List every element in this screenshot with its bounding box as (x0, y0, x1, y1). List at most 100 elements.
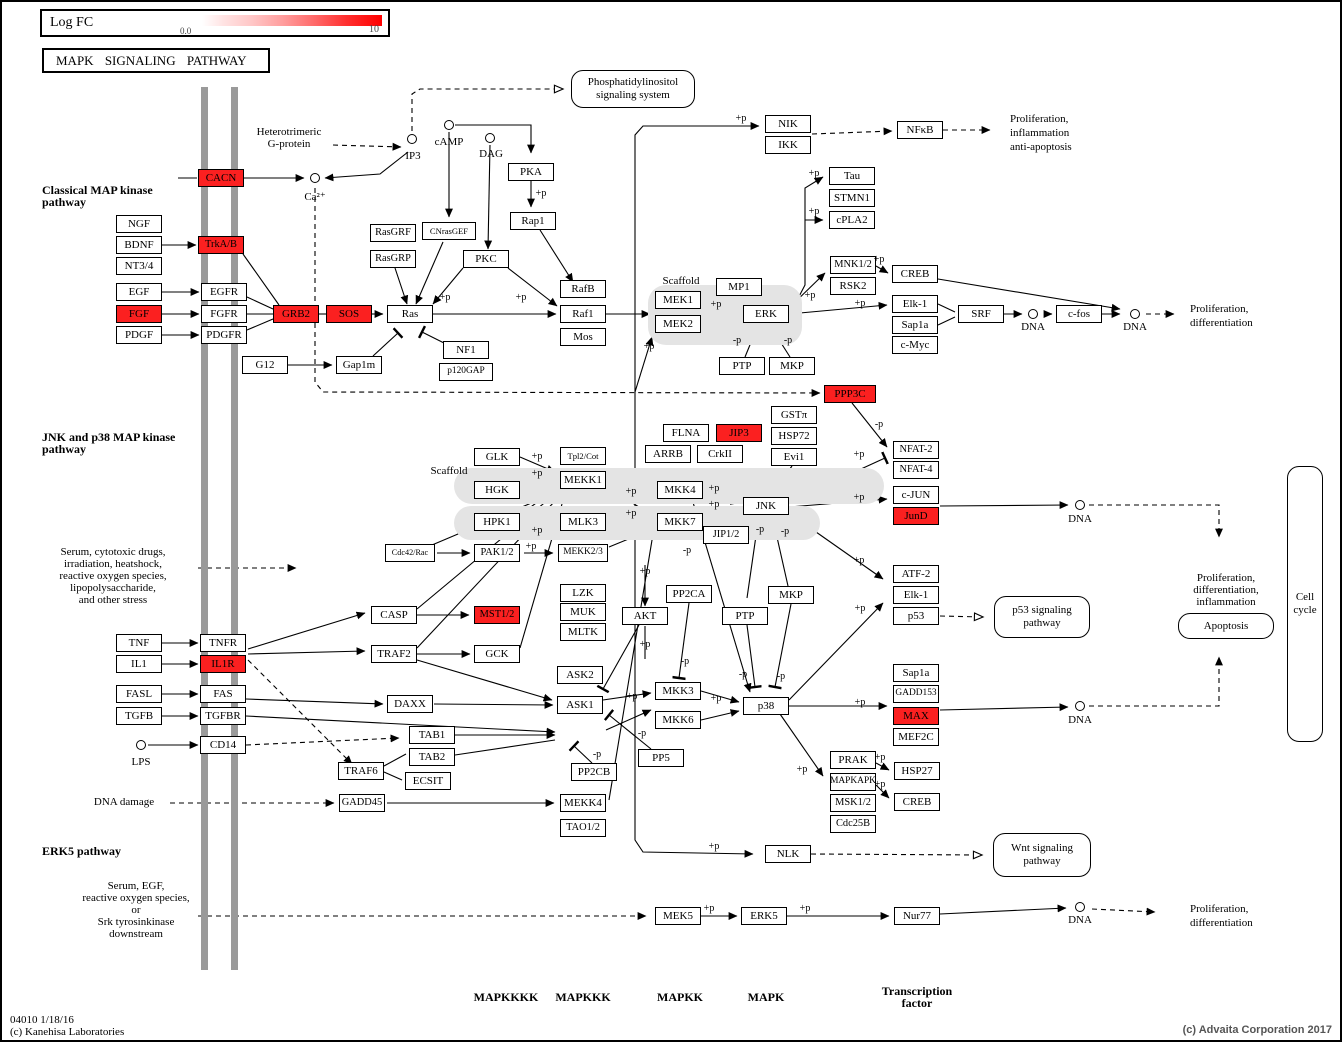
node-traf6[interactable]: TRAF6 (338, 762, 384, 780)
node-mnk1-2[interactable]: MNK1/2 (830, 256, 876, 274)
node-nfat-4[interactable]: NFAT-4 (893, 461, 939, 479)
node-lzk[interactable]: LZK (560, 584, 606, 602)
node-mekk4[interactable]: MEKK4 (560, 794, 606, 812)
node-ngf[interactable]: NGF (116, 215, 162, 233)
node-pkc[interactable]: PKC (463, 250, 509, 268)
node-sap1a[interactable]: Sap1a (892, 316, 938, 334)
node-fasl[interactable]: FASL (116, 685, 162, 703)
node-rasgrp[interactable]: RasGRP (370, 250, 416, 268)
node-gadd45[interactable]: GADD45 (339, 794, 385, 812)
node-creb[interactable]: CREB (892, 265, 938, 283)
node-elk-1-2[interactable]: Elk-1 (893, 586, 939, 604)
node-nt3-4[interactable]: NT3/4 (116, 257, 162, 275)
node-cacn[interactable]: CACN (198, 169, 244, 187)
node-akt[interactable]: AKT (622, 607, 668, 625)
node-stmn1[interactable]: STMN1 (829, 189, 875, 207)
node-erk[interactable]: ERK (743, 305, 789, 323)
node-pp5[interactable]: PP5 (638, 749, 684, 767)
node-c-fos[interactable]: c-fos (1056, 305, 1102, 323)
node-arrb[interactable]: ARRB (645, 445, 691, 463)
node-evi1[interactable]: Evi1 (771, 448, 817, 466)
node-rap1[interactable]: Rap1 (510, 212, 556, 230)
node-nfat-2[interactable]: NFAT-2 (893, 441, 939, 459)
node-mlk3[interactable]: MLK3 (560, 513, 606, 531)
node-ptp-2[interactable]: PTP (722, 607, 768, 625)
node-mp1[interactable]: MP1 (716, 278, 762, 296)
node-jip1-2[interactable]: JIP1/2 (703, 526, 749, 544)
node-tgfbr[interactable]: TGFBR (200, 707, 246, 725)
node-atf-2[interactable]: ATF-2 (893, 565, 939, 583)
node-jip3[interactable]: JIP3 (716, 424, 762, 442)
node-creb-2[interactable]: CREB (894, 793, 940, 811)
node-traf2[interactable]: TRAF2 (371, 645, 417, 663)
node-tpl2-cot[interactable]: Tpl2/Cot (560, 447, 606, 465)
node-mkk6[interactable]: MKK6 (655, 711, 701, 729)
node-ikk[interactable]: IKK (765, 136, 811, 154)
node-daxx[interactable]: DAXX (387, 695, 433, 713)
node-gck[interactable]: GCK (474, 645, 520, 663)
node-p38[interactable]: p38 (743, 697, 789, 715)
node-gst[interactable]: GSTπ (771, 406, 817, 424)
node-jund[interactable]: JunD (893, 507, 939, 525)
node-erk5[interactable]: ERK5 (741, 907, 787, 925)
node-mef2c[interactable]: MEF2C (893, 728, 939, 746)
node-jnk[interactable]: JNK (743, 497, 789, 515)
node-fas[interactable]: FAS (200, 685, 246, 703)
node-cdc42-rac[interactable]: Cdc42/Rac (385, 544, 435, 562)
node-bdnf[interactable]: BDNF (116, 236, 162, 254)
node-pdgf[interactable]: PDGF (116, 326, 162, 344)
node-p120gap[interactable]: p120GAP (439, 363, 493, 381)
node-trka-b[interactable]: TrkA/B (198, 236, 244, 254)
node-mekk2-3[interactable]: MEKK2/3 (558, 544, 608, 562)
node-nf1[interactable]: NF1 (443, 341, 489, 359)
node-mkk7[interactable]: MKK7 (657, 513, 703, 531)
node-srf[interactable]: SRF (958, 305, 1004, 323)
node-sap1a-2[interactable]: Sap1a (893, 664, 939, 682)
node-nlk[interactable]: NLK (765, 845, 811, 863)
node-glk[interactable]: GLK (474, 448, 520, 466)
node-msk1-2[interactable]: MSK1/2 (830, 794, 876, 812)
node-tao1-2[interactable]: TAO1/2 (560, 819, 606, 837)
node-flna[interactable]: FLNA (663, 424, 709, 442)
node-egf[interactable]: EGF (116, 283, 162, 301)
node-mos[interactable]: Mos (560, 328, 606, 346)
node-muk[interactable]: MUK (560, 603, 606, 621)
node-cpla2[interactable]: cPLA2 (829, 211, 875, 229)
node-casp[interactable]: CASP (371, 606, 417, 624)
node-hsp72[interactable]: HSP72 (771, 427, 817, 445)
node-hsp27[interactable]: HSP27 (894, 762, 940, 780)
node-cdc25b[interactable]: Cdc25B (830, 815, 876, 833)
node-mltk[interactable]: MLTK (560, 623, 606, 641)
node-mek5[interactable]: MEK5 (655, 907, 701, 925)
node-crkii[interactable]: CrkII (697, 445, 743, 463)
node-ask2[interactable]: ASK2 (557, 666, 603, 684)
node-nf-b[interactable]: NFκB (897, 121, 943, 139)
node-tnfr[interactable]: TNFR (200, 634, 246, 652)
node-il1[interactable]: IL1 (116, 655, 162, 673)
node-mst1-2[interactable]: MST1/2 (474, 606, 520, 624)
node-tab2[interactable]: TAB2 (409, 748, 455, 766)
node-rafb[interactable]: RafB (560, 280, 606, 298)
node-fgfr[interactable]: FGFR (201, 305, 247, 323)
node-max[interactable]: MAX (893, 707, 939, 725)
node-nur77[interactable]: Nur77 (894, 907, 940, 925)
node-elk-1[interactable]: Elk-1 (892, 295, 938, 313)
node-grb2[interactable]: GRB2 (273, 305, 319, 323)
node-tab1[interactable]: TAB1 (409, 726, 455, 744)
node-pak1-2[interactable]: PAK1/2 (474, 544, 520, 562)
node-c-jun[interactable]: c-JUN (893, 486, 939, 504)
node-pp2cb[interactable]: PP2CB (571, 763, 617, 781)
node-mkp-2[interactable]: MKP (768, 586, 814, 604)
node-raf1[interactable]: Raf1 (560, 305, 606, 323)
node-tau[interactable]: Tau (829, 167, 875, 185)
node-ecsit[interactable]: ECSIT (405, 772, 451, 790)
node-tgfb[interactable]: TGFB (116, 707, 162, 725)
node-mkk4[interactable]: MKK4 (657, 481, 703, 499)
node-hpk1[interactable]: HPK1 (474, 513, 520, 531)
node-mek2[interactable]: MEK2 (655, 315, 701, 333)
node-ptp[interactable]: PTP (719, 357, 765, 375)
node-rasgrf[interactable]: RasGRF (370, 224, 416, 242)
